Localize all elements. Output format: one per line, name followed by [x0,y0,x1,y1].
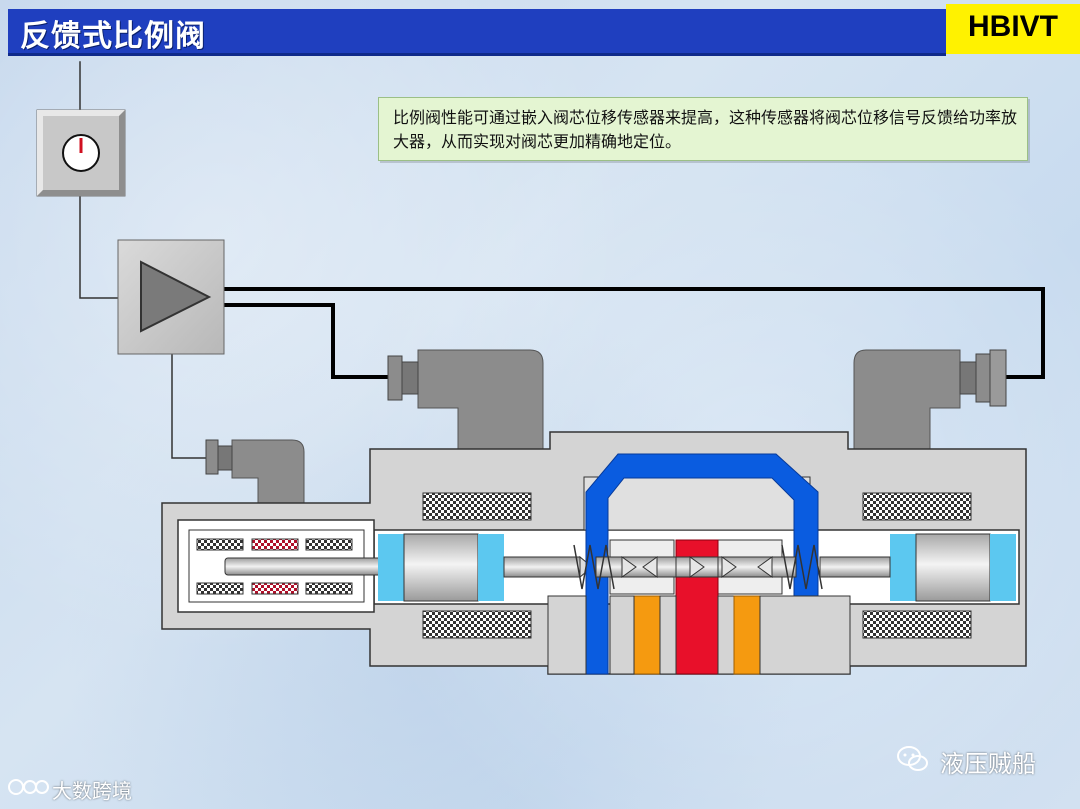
connector-plug-icon [387,355,419,401]
watermark-left: 大数跨境 [52,779,132,803]
setpoint-unit [36,109,126,197]
drive-wire-right-solenoid [222,287,1045,379]
weibo-icon [8,779,49,795]
left-coil-top [422,492,532,521]
right-solenoid-coil-housing [853,349,1007,453]
port-b-orange [733,595,761,675]
amplifier-triangle-icon [140,260,212,333]
right-coil-top [862,492,972,521]
left-push-rod [503,556,581,578]
setpoint-to-amplifier-wire [79,195,119,299]
connector-plug-icon [959,349,1007,407]
right-push-rod [819,556,891,578]
left-coil-bottom [422,610,532,639]
signal-wires [79,61,1045,459]
left-cyan-chamber [378,534,404,601]
left-armature [403,533,479,602]
power-amplifier [117,239,225,355]
right-armature [915,533,991,602]
feedback-sensor-wire [171,353,207,459]
position-sensor-connector [205,439,305,504]
page-title: 反馈式比例阀 [20,19,206,54]
right-cyan-chamber [990,534,1016,601]
sensor-coil-center [251,538,299,551]
setpoint-dial-icon [62,134,100,172]
brand-label: HBIVT [968,10,1058,43]
sensor-coil-primary [196,538,244,551]
port-a-orange [633,595,661,675]
sensor-coil-secondary [305,538,353,551]
valve-body [161,431,1027,675]
left-spring [573,544,615,590]
drive-wire-left-solenoid [222,303,390,379]
wechat-icon [897,746,928,771]
connector-plug-icon [205,439,233,475]
watermark-wechat-account: 液压贼船 [940,750,1036,778]
title-bar: 反馈式比例阀 [8,9,946,56]
valve-upper-block [583,476,811,531]
brand-badge: HBIVT [946,4,1080,54]
description-box: 比例阀性能可通过嵌入阀芯位移传感器来提高，这种传感器将阀芯位移信号反馈给功率放大… [378,97,1028,161]
left-solenoid-coil-housing [387,349,544,453]
right-spring [781,544,823,590]
sensor-core-rod [224,557,386,576]
lower-body-left [547,595,587,675]
description-text: 比例阀性能可通过嵌入阀芯位移传感器来提高，这种传感器将阀芯位移信号反馈给功率放大… [393,108,1018,151]
right-coil-bottom [862,610,972,639]
